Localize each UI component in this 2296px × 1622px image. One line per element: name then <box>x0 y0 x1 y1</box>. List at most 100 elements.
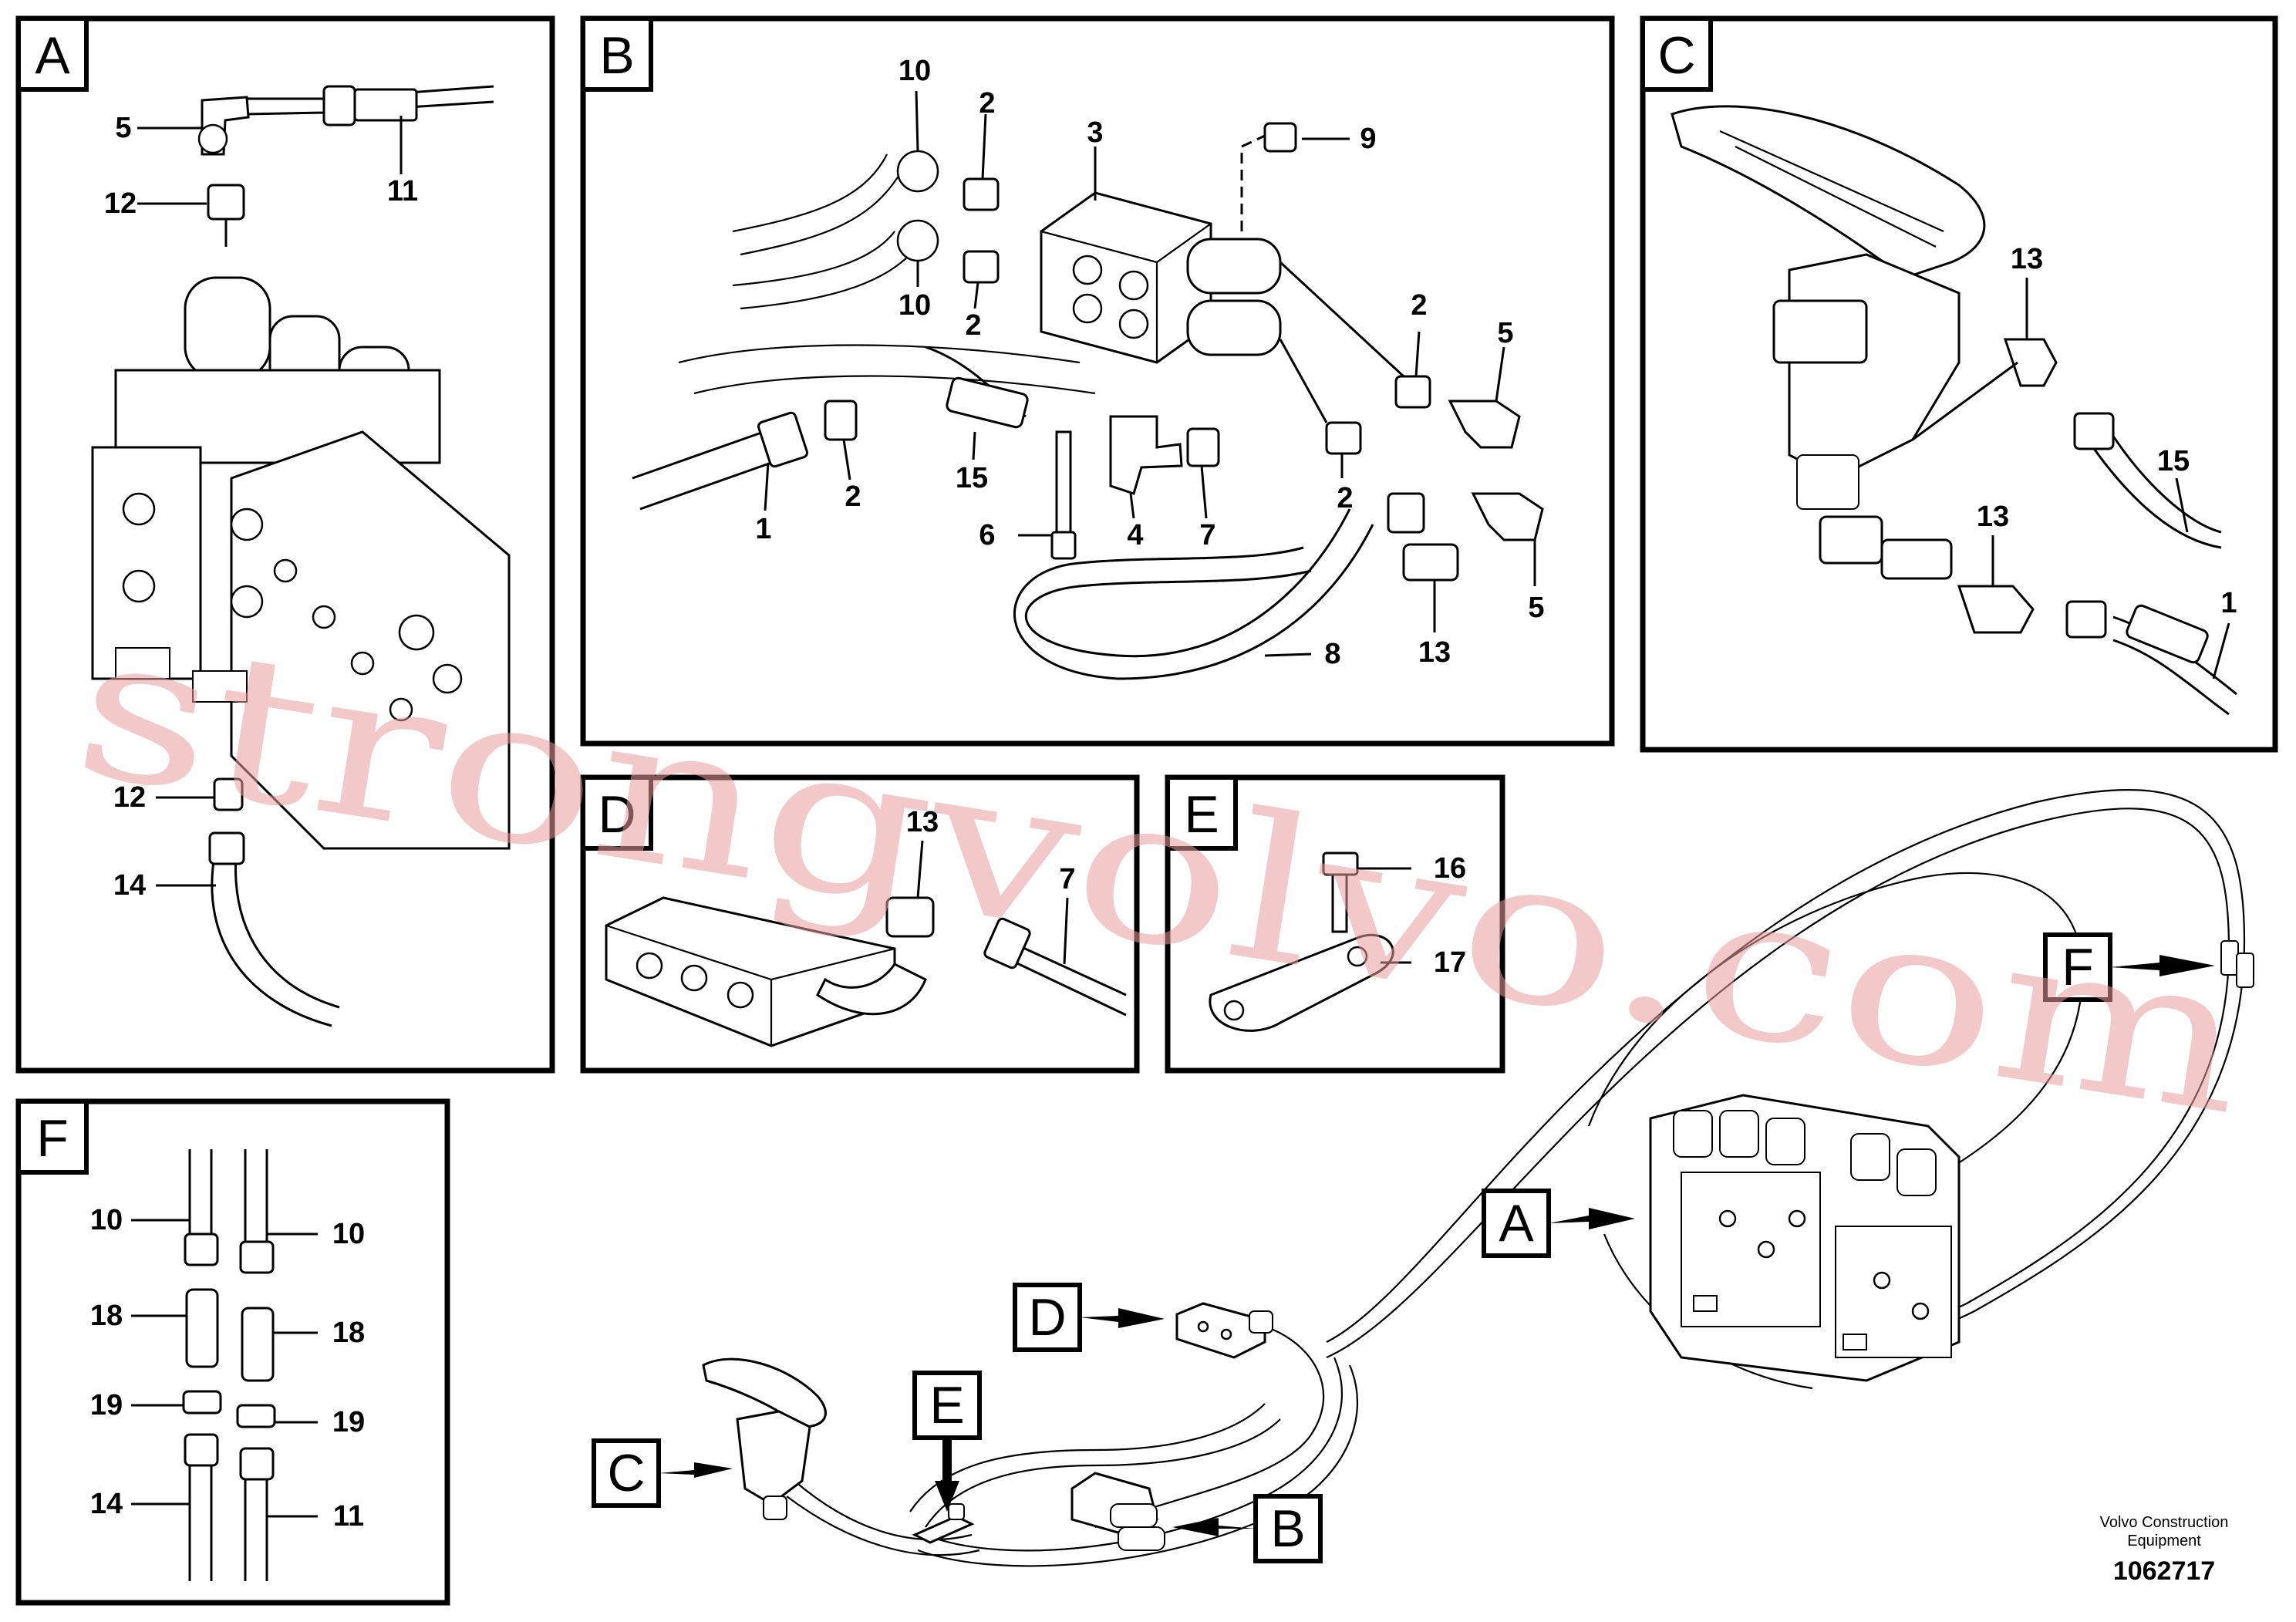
panel-f-callout-18-right: 18 <box>332 1317 365 1349</box>
panel-a-hose-14-nut <box>208 831 245 865</box>
panel-a-ferrule <box>353 88 418 122</box>
panel-a: A <box>15 15 555 1074</box>
panel-e-callout-16: 16 <box>1434 852 1466 885</box>
panel-c: C 13 15 13 1 <box>1640 15 2278 753</box>
panel-b-screw-6-head <box>1050 531 1077 560</box>
panel-d-callout-7: 7 <box>1059 863 1075 895</box>
panel-b-callout-2-mid: 2 <box>965 309 981 342</box>
panel-f-tag-box <box>16 1099 89 1175</box>
panel-f-nut-11 <box>239 1447 275 1481</box>
panel-f-nut-10-left <box>184 1233 219 1266</box>
panel-b-tag-box <box>581 16 653 92</box>
panel-c-tag-box <box>1640 16 1713 92</box>
panel-c-pedal <box>1671 105 1986 279</box>
overview-tag-b-letter: B <box>1270 1499 1305 1558</box>
panel-b-solenoid-lower <box>1186 299 1282 356</box>
panel-f-tag: F <box>36 1109 69 1168</box>
panel-a-frame <box>15 15 555 1074</box>
panel-c-valve-mount <box>1772 299 1868 364</box>
panel-b-screw-6 <box>1055 430 1072 534</box>
panel-e-tag-box <box>1165 775 1238 851</box>
overview-f-fitting-b <box>2236 953 2254 988</box>
panel-d-tee-13 <box>885 896 935 938</box>
panel-f-callout-10-left: 10 <box>90 1204 123 1236</box>
panel-b-callout-10-lower: 10 <box>899 289 931 322</box>
panel-f-callout-10-right: 10 <box>332 1218 365 1250</box>
panel-b-callout-2-left: 2 <box>845 481 861 513</box>
panel-b-callout-5-upper: 5 <box>1497 317 1513 349</box>
panel-b-fitting-13-lower <box>1402 543 1459 582</box>
panel-a-adapter-12 <box>207 184 245 221</box>
panel-c-nut-lower <box>2065 600 2107 639</box>
panel-a-tag-box <box>16 16 89 92</box>
document-number: 1062717 <box>2113 1556 2215 1586</box>
panel-b-adapter-2-left <box>824 400 858 441</box>
panel-c-pedal-valve <box>1788 253 1961 480</box>
panel-f-callout-19-left: 19 <box>90 1389 123 1421</box>
panel-a-callout-5: 5 <box>115 112 131 144</box>
panel-b-plug-9 <box>1263 122 1297 153</box>
panel-c-hose-1-ferrule <box>2126 604 2209 664</box>
panel-a-callout-12: 12 <box>104 187 137 220</box>
panel-c-callout-13-upper: 13 <box>2011 243 2043 275</box>
panel-e-frame <box>1165 774 1505 1074</box>
panel-b-hose-10-upper <box>732 153 903 256</box>
overview-hose-to-d <box>1094 1325 1325 1529</box>
panel-b-callout-1: 1 <box>755 513 771 545</box>
panel-b-adapter-2-right-lower <box>1325 421 1362 455</box>
panel-b-adapter-2-upper <box>963 177 1000 211</box>
panel-a-control-valve <box>91 276 511 850</box>
panel-f-nut-19-left <box>182 1390 222 1415</box>
credit-block: Volvo Construction Equipment 1062717 <box>2100 1514 2229 1586</box>
panel-b-callout-2-right: 2 <box>1411 289 1427 322</box>
panel-b-hose-1-nut <box>757 411 808 468</box>
panel-d-tag: D <box>598 785 636 844</box>
panel-b-hose-15-ferrule <box>946 376 1029 429</box>
overview-hose-loop-outer <box>1326 789 2246 1359</box>
overview-tag-f: F <box>2043 932 2215 1002</box>
panel-b-callout-7: 7 <box>1199 519 1215 551</box>
panel-b-adapter-2-right-upper <box>1394 375 1431 409</box>
panel-a-nut <box>322 85 356 126</box>
panel-b-hose-bundle <box>678 344 1096 395</box>
panel-f-nut-14 <box>184 1433 219 1467</box>
panel-b-callout-9: 9 <box>1360 123 1376 155</box>
panel-c-elbow-13-lower <box>1957 585 2035 634</box>
panel-f-hose-14 <box>188 1465 213 1581</box>
overview-tag-a-letter: A <box>1499 1194 1534 1253</box>
panel-e-callout-17: 17 <box>1434 946 1466 979</box>
panel-c-callout-15: 15 <box>2157 445 2190 477</box>
panel-b-hose-1 <box>632 430 772 511</box>
panel-f-hose-10-right <box>244 1149 268 1242</box>
panel-a-elbow-port <box>197 123 228 154</box>
panel-f-adapter-18-right <box>241 1307 275 1382</box>
panel-f-adapter-18-left <box>185 1288 219 1368</box>
panel-b-elbow-10-upper <box>896 150 939 193</box>
panel-f-callout-19-right: 19 <box>332 1406 365 1438</box>
credit-line-1: Volvo Construction <box>2100 1514 2229 1531</box>
panel-f-callout-18-left: 18 <box>90 1300 123 1332</box>
panel-d-hose-7-nut <box>983 917 1031 969</box>
panel-f-nut-19-right <box>236 1404 276 1428</box>
panel-c-frame <box>1640 15 2278 753</box>
panel-d: D 13 7 <box>580 774 1140 1074</box>
panel-b-fitting-13-upper <box>1387 492 1425 534</box>
panel-d-callout-13: 13 <box>906 806 939 838</box>
panel-b-tee-4 <box>1109 415 1183 495</box>
panel-f-callout-14: 14 <box>90 1488 123 1520</box>
overview-assembly: A B C D E F <box>592 789 2254 1567</box>
panel-c-callout-13-lower: 13 <box>1977 501 2009 533</box>
panel-f-hose-10-left <box>188 1149 213 1234</box>
overview-tag-f-letter: F <box>2062 938 2094 996</box>
overview-tag-d-letter: D <box>1028 1288 1066 1347</box>
panel-f: F 10 10 18 18 19 19 14 11 <box>15 1098 450 1606</box>
panel-b-elbow-5-lower <box>1471 492 1544 541</box>
panel-b-hose-10-lower <box>732 231 911 310</box>
overview-tag-a: A <box>1482 1189 1635 1258</box>
panel-d-tag-box <box>581 775 653 851</box>
panel-b-callout-8: 8 <box>1324 638 1340 670</box>
panel-b-elbow-5-upper <box>1448 400 1521 449</box>
panel-b-fitting-7 <box>1186 427 1220 467</box>
panel-f-hose-11 <box>244 1479 268 1581</box>
credit-line-2: Equipment <box>2127 1533 2201 1549</box>
